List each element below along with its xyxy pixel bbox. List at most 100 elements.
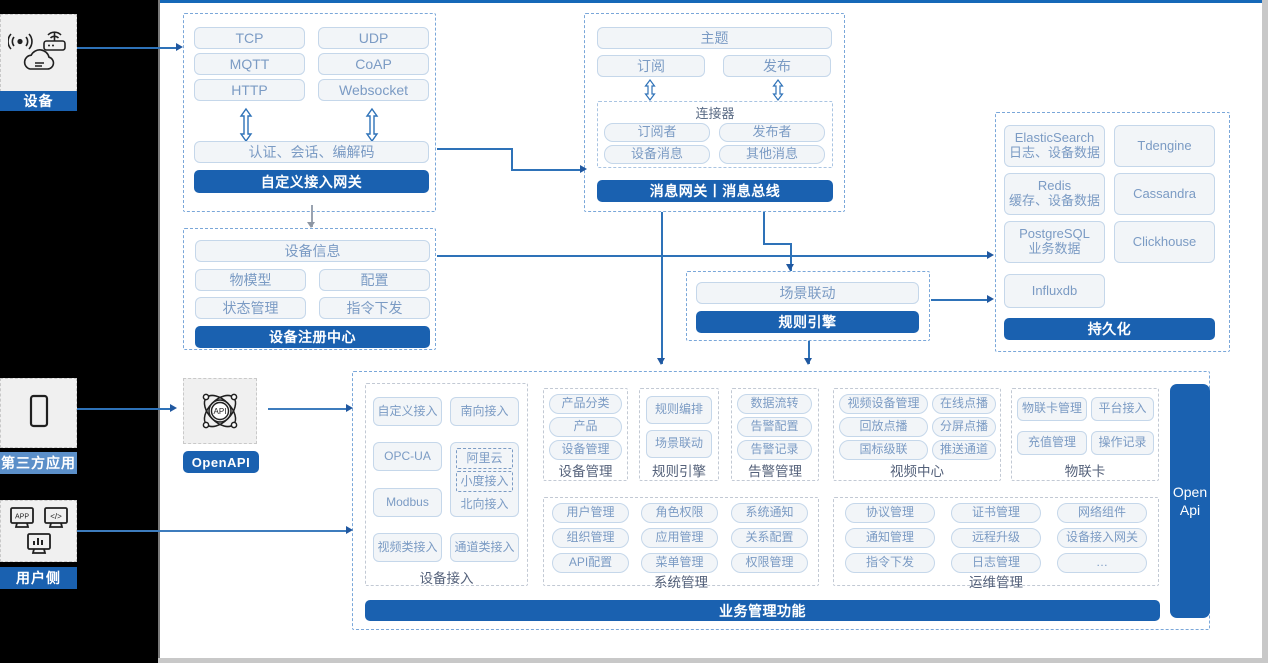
persistence-chip-redis[interactable]: Redis 缓存、设备数据 <box>1004 173 1105 215</box>
connector-chip-device-message[interactable]: 设备消息 <box>604 145 710 164</box>
iotcard-chip-recharge[interactable]: 充值管理 <box>1017 431 1087 455</box>
device-config-chip[interactable]: 配置 <box>319 269 430 291</box>
connector-gateway-to-bus-v <box>511 148 513 170</box>
bidirectional-arrow-left <box>238 107 254 143</box>
persistence-group <box>995 112 1230 352</box>
device-state-mgmt-chip[interactable]: 状态管理 <box>195 297 306 319</box>
access-chip-channel[interactable]: 通道类接入 <box>450 533 519 562</box>
alarm-chip-alarm-config[interactable]: 告警配置 <box>737 417 812 437</box>
iotcard-chip-card-management[interactable]: 物联卡管理 <box>1017 397 1087 421</box>
alarm-chip-data-flow[interactable]: 数据流转 <box>737 394 812 414</box>
device-icon-box <box>0 14 77 92</box>
connector-openapi-to-business <box>268 408 348 410</box>
right-edge-shadow <box>1262 0 1268 663</box>
db-name: Redis <box>1037 178 1072 194</box>
rule-engine-title: 规则引擎 <box>696 311 919 333</box>
access-chip-modbus[interactable]: Modbus <box>373 488 442 517</box>
rulebiz-chip-rule-orchestration[interactable]: 规则编排 <box>646 396 712 424</box>
sys-chip-system-notice[interactable]: 系统通知 <box>731 503 808 523</box>
connector-chip-subscriber[interactable]: 订阅者 <box>604 123 710 142</box>
user-side-icon-box: APP </> <box>0 500 77 562</box>
sys-chip-role-permission[interactable]: 角色权限 <box>641 503 718 523</box>
access-chip-xiaodu[interactable]: 小度接入 <box>456 471 513 492</box>
video-chip-gb-cascade[interactable]: 国标级联 <box>839 440 928 460</box>
sys-chip-api-config[interactable]: API配置 <box>552 553 629 573</box>
group-video-center <box>833 388 1001 481</box>
persistence-chip-influxdb[interactable]: Influxdb <box>1004 274 1105 308</box>
sys-chip-org-management[interactable]: 组织管理 <box>552 528 629 548</box>
rulebiz-chip-scene-linkage[interactable]: 场景联动 <box>646 430 712 458</box>
ops-chip-notice-management[interactable]: 通知管理 <box>845 528 935 548</box>
scene-linkage-chip[interactable]: 场景联动 <box>696 282 919 304</box>
ops-chip-cert-management[interactable]: 证书管理 <box>951 503 1041 523</box>
persistence-chip-clickhouse[interactable]: Clickhouse <box>1114 221 1215 263</box>
arrow-thirdparty-to-openapi <box>170 404 177 412</box>
protocol-chip-coap[interactable]: CoAP <box>318 53 429 75</box>
openapi-icon-box: API <box>183 378 257 444</box>
sys-chip-permission-management[interactable]: 权限管理 <box>731 553 808 573</box>
protocol-chip-mqtt[interactable]: MQTT <box>194 53 305 75</box>
persistence-chip-tdengine[interactable]: Tdengine <box>1114 125 1215 167</box>
publish-chip[interactable]: 发布 <box>723 55 831 77</box>
ops-chip-device-access-gateway[interactable]: 设备接入网关 <box>1057 528 1147 548</box>
message-gateway-title: 消息网关丨消息总线 <box>597 180 833 202</box>
ops-chip-command-dispatch[interactable]: 指令下发 <box>845 553 935 573</box>
bidirectional-arrow-right <box>364 107 380 143</box>
group-label-rule-engine-biz: 规则引擎 <box>652 464 706 479</box>
persistence-chip-postgresql[interactable]: PostgreSQL 业务数据 <box>1004 221 1105 263</box>
ops-chip-remote-upgrade[interactable]: 远程升级 <box>951 528 1041 548</box>
connector-userside-to-business <box>77 530 348 532</box>
arrow-rule-to-persistence <box>987 295 994 303</box>
connector-chip-other-message[interactable]: 其他消息 <box>719 145 825 164</box>
ops-chip-log-management[interactable]: 日志管理 <box>951 553 1041 573</box>
devmgmt-chip-product-category[interactable]: 产品分类 <box>549 394 622 414</box>
video-chip-live-vod[interactable]: 在线点播 <box>932 394 996 414</box>
sys-chip-menu-management[interactable]: 菜单管理 <box>641 553 718 573</box>
protocol-chip-websocket[interactable]: Websocket <box>318 79 429 101</box>
bidirectional-arrow-subscribe <box>643 79 657 101</box>
sys-chip-app-management[interactable]: 应用管理 <box>641 528 718 548</box>
access-chip-aliyun[interactable]: 阿里云 <box>456 448 513 469</box>
device-command-chip[interactable]: 指令下发 <box>319 297 430 319</box>
subscribe-chip[interactable]: 订阅 <box>597 55 705 77</box>
open-api-side-bar[interactable]: Open Api <box>1170 384 1210 618</box>
video-chip-push-channel[interactable]: 推送通道 <box>932 440 996 460</box>
iotcard-chip-platform-access[interactable]: 平台接入 <box>1091 397 1154 421</box>
protocol-chip-tcp[interactable]: TCP <box>194 27 305 49</box>
access-chip-southbound[interactable]: 南向接入 <box>450 397 519 426</box>
protocol-chip-udp[interactable]: UDP <box>318 27 429 49</box>
ops-chip-network-component[interactable]: 网络组件 <box>1057 503 1147 523</box>
connector-chip-publisher[interactable]: 发布者 <box>719 123 825 142</box>
device-info-chip[interactable]: 设备信息 <box>195 240 430 262</box>
iotcard-chip-operation-log[interactable]: 操作记录 <box>1091 431 1154 455</box>
svg-text:API: API <box>214 407 227 416</box>
video-chip-device-management[interactable]: 视频设备管理 <box>839 394 928 414</box>
topic-chip[interactable]: 主题 <box>597 27 832 49</box>
video-chip-split-screen[interactable]: 分屏点播 <box>932 417 996 437</box>
auth-session-codec-chip[interactable]: 认证、会话、编解码 <box>194 141 429 163</box>
persistence-chip-cassandra[interactable]: Cassandra <box>1114 173 1215 215</box>
access-chip-custom[interactable]: 自定义接入 <box>373 397 442 426</box>
protocol-chip-http[interactable]: HTTP <box>194 79 305 101</box>
persistence-chip-elasticsearch[interactable]: ElasticSearch 日志、设备数据 <box>1004 125 1105 167</box>
devmgmt-chip-device-management[interactable]: 设备管理 <box>549 440 622 460</box>
devmgmt-chip-product[interactable]: 产品 <box>549 417 622 437</box>
db-name: PostgreSQL <box>1019 226 1090 242</box>
bidirectional-arrow-publish <box>771 79 785 101</box>
group-label-device-access: 设备接入 <box>419 571 474 586</box>
access-chip-opcua[interactable]: OPC-UA <box>373 442 442 471</box>
ops-chip-protocol-management[interactable]: 协议管理 <box>845 503 935 523</box>
group-label-alarm-management: 告警管理 <box>748 464 802 479</box>
device-registry-group <box>183 228 436 350</box>
group-label-video-center: 视频中心 <box>890 464 944 479</box>
alarm-chip-alarm-record[interactable]: 告警记录 <box>737 440 812 460</box>
connector-device-to-gateway <box>77 47 176 49</box>
connector-gateway-registry <box>311 205 313 227</box>
ops-chip-more[interactable]: … <box>1057 553 1147 573</box>
video-chip-playback[interactable]: 回放点播 <box>839 417 928 437</box>
sys-chip-user-management[interactable]: 用户管理 <box>552 503 629 523</box>
sys-chip-relation-config[interactable]: 关系配置 <box>731 528 808 548</box>
business-management-title: 业务管理功能 <box>365 600 1160 621</box>
device-thing-model-chip[interactable]: 物模型 <box>195 269 306 291</box>
access-chip-video[interactable]: 视频类接入 <box>373 533 442 562</box>
